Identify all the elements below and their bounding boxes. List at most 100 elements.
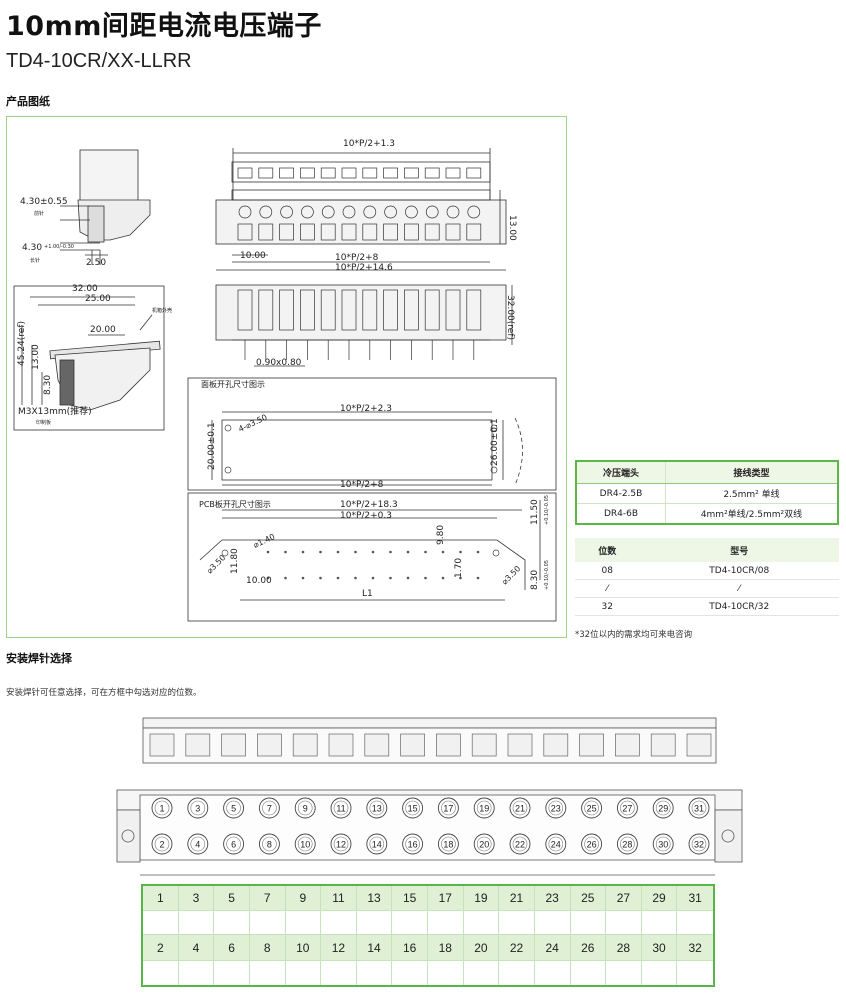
terminal-screw-inner <box>512 800 528 816</box>
mount-hole <box>224 424 232 432</box>
terminal-clamp <box>221 733 246 757</box>
pin-checkbox-20[interactable] <box>463 961 500 985</box>
terminal-bottom-label: 24 <box>551 840 561 850</box>
side-slot <box>383 289 398 331</box>
pin-label-15: 15 <box>392 886 428 911</box>
pin-checkbox-5[interactable] <box>214 911 250 935</box>
front-clamp <box>404 167 419 179</box>
pcb-cutout-drawing <box>187 492 557 622</box>
pcb-170: 1.70 <box>454 558 464 578</box>
front-screw <box>238 205 252 219</box>
pin-label-32: 32 <box>677 935 713 961</box>
pcb-350a: ⌀3.50 <box>205 553 227 575</box>
pin-checkbox-4[interactable] <box>178 961 215 985</box>
front-clamp <box>383 167 398 179</box>
dim-mount-83: 8.30 <box>43 375 53 395</box>
terminal-bottom-label: 20 <box>479 840 489 850</box>
pin-checkbox-28[interactable] <box>606 961 642 985</box>
pin-checkbox-16[interactable] <box>392 961 428 985</box>
dim-10: 10.00 <box>240 251 266 261</box>
panel-bottom-dim: 10*P/2+8 <box>340 480 384 490</box>
front-slot <box>320 223 336 241</box>
pin-checkbox-17[interactable] <box>428 911 464 935</box>
pin-checkbox-21[interactable] <box>499 911 535 935</box>
pin-checkbox-7[interactable] <box>249 911 286 935</box>
terminal-screw-inner <box>691 800 707 816</box>
pcb-hole <box>389 550 392 554</box>
side-slot <box>404 289 419 331</box>
pin-checkbox-13[interactable] <box>356 911 393 935</box>
front-slot <box>300 223 315 241</box>
pin-checkbox-11[interactable] <box>321 911 357 935</box>
pin-label-20: 20 <box>463 935 500 961</box>
pin-checkbox-23[interactable] <box>534 911 571 935</box>
mount-panel-note: 机箱外壳 <box>152 307 172 314</box>
pin-checkbox-27[interactable] <box>606 911 642 935</box>
pin-label-25: 25 <box>570 886 607 911</box>
model-cell: 32 <box>575 597 640 616</box>
pin-checkbox-10[interactable] <box>285 961 322 985</box>
crimp-cell: 4mm²单线/2.5mm²双线 <box>665 503 838 524</box>
pin-checkbox-29[interactable] <box>641 911 678 935</box>
terminal-screw-inner <box>297 836 313 852</box>
pin-label-1: 1 <box>143 886 179 911</box>
pin-label-26: 26 <box>570 935 607 961</box>
terminal-screw-inner <box>190 836 206 852</box>
pin-checkbox-19[interactable] <box>463 911 500 935</box>
pcb-hole <box>301 576 305 580</box>
terminal-bottom-label: 10 <box>300 840 310 850</box>
dim-side-2-tol: +1.00/-0.30 <box>44 244 74 250</box>
crimp-cell: 2.5mm² 单线 <box>665 483 838 504</box>
pin-label-3: 3 <box>178 886 215 911</box>
terminal-clamp <box>257 733 282 757</box>
pin-checkbox-26[interactable] <box>570 961 607 985</box>
terminal-illustration <box>116 717 743 876</box>
pcb-hole <box>424 576 427 580</box>
pin-label-11: 11 <box>321 886 357 911</box>
front-slot <box>279 223 294 241</box>
side-slot <box>445 289 461 331</box>
dim-mount-32: 32.00 <box>72 284 98 294</box>
pcb-hole <box>336 576 340 580</box>
pin-label-14: 14 <box>356 935 393 961</box>
side-slot <box>362 289 378 331</box>
terminal-top-label: 17 <box>443 804 453 814</box>
dim-height-32: 32.00(ref) <box>505 295 515 340</box>
pcb-hole <box>319 576 322 580</box>
drawing-frame <box>6 116 567 638</box>
pin-checkbox-18[interactable] <box>428 961 464 985</box>
pin-checkbox-24[interactable] <box>534 961 571 985</box>
pin-checkbox-6[interactable] <box>214 961 250 985</box>
pin-checkbox-15[interactable] <box>392 911 428 935</box>
pin-checkbox-14[interactable] <box>356 961 393 985</box>
pin-label-13: 13 <box>356 886 393 911</box>
section-pin-select-heading: 安装焊针选择 <box>6 652 72 665</box>
pin-label-7: 7 <box>249 886 286 911</box>
panel-hole-dim: 4-⌀3.50 <box>237 413 269 434</box>
terminal-screw-inner <box>333 800 349 816</box>
mount-hole <box>221 549 229 557</box>
terminal-clamp <box>615 733 640 757</box>
front-screw <box>446 205 460 219</box>
pin-checkbox-30[interactable] <box>641 961 678 985</box>
pin-checkbox-3[interactable] <box>178 911 215 935</box>
pin-checkbox-12[interactable] <box>321 961 357 985</box>
pin-checkbox-9[interactable] <box>285 911 322 935</box>
pin-checkbox-1[interactable] <box>143 911 179 935</box>
pin-checkbox-25[interactable] <box>570 911 607 935</box>
terminal-screw-inner <box>226 836 241 852</box>
section-drawings-heading: 产品图纸 <box>6 95 50 108</box>
pin-label-2: 2 <box>143 935 179 961</box>
pcb-hole <box>354 576 357 580</box>
terminal-top-label: 3 <box>195 804 200 814</box>
pin-label-18: 18 <box>428 935 464 961</box>
pin-checkbox-32[interactable] <box>677 961 713 985</box>
pin-checkbox-31[interactable] <box>677 911 713 935</box>
front-slot <box>362 223 378 241</box>
pin-label-19: 19 <box>463 886 500 911</box>
pin-checkbox-22[interactable] <box>499 961 535 985</box>
pin-checkbox-8[interactable] <box>249 961 286 985</box>
terminal-bottom-label: 18 <box>443 840 453 850</box>
pin-checkbox-2[interactable] <box>143 961 179 985</box>
mount-hole <box>490 424 498 432</box>
